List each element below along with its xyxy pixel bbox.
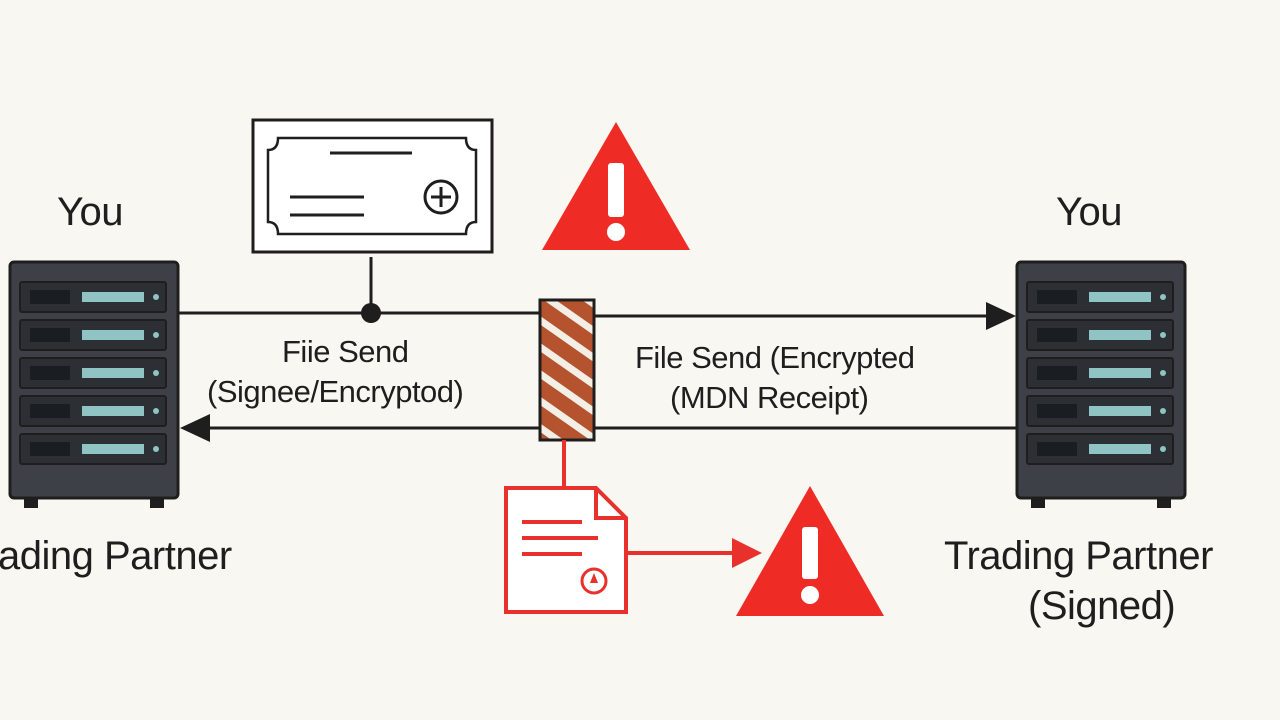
right-server-unit — [1026, 433, 1174, 465]
left-server-unit — [19, 433, 167, 465]
left-flow-sublabel: (Signee/Encryptod) — [207, 374, 464, 409]
left-server-unit — [19, 319, 167, 351]
left-server-icon — [8, 260, 180, 508]
warning-icon — [736, 486, 884, 616]
document-icon — [504, 486, 628, 614]
right-server-unit — [1026, 357, 1174, 389]
warning-icon — [542, 122, 690, 250]
certificate-icon — [251, 118, 494, 254]
right-you-label: You — [1056, 190, 1123, 234]
right-partner-sublabel: (Signed) — [1028, 584, 1176, 628]
left-server-unit — [19, 395, 167, 427]
certificate-junction — [361, 303, 381, 323]
left-you-label: You — [57, 190, 124, 234]
right-server-unit — [1026, 319, 1174, 351]
right-flow-sublabel: (MDN Receipt) — [670, 380, 869, 415]
arrow-to-left-server — [180, 414, 210, 442]
left-server-unit — [19, 357, 167, 389]
left-partner-label: ading Partner — [0, 534, 232, 578]
left-server-unit — [19, 281, 167, 313]
right-flow-label: File Send (Encrypted — [635, 340, 915, 375]
right-server-unit — [1026, 395, 1174, 427]
right-server-icon — [1015, 260, 1187, 508]
right-server-unit — [1026, 281, 1174, 313]
document-to-warning-arrowhead — [732, 538, 762, 568]
firewall-icon — [538, 298, 596, 442]
left-flow-label: Fiie Send — [282, 334, 409, 369]
arrow-to-right-server — [986, 302, 1016, 330]
right-partner-label: Trading Partner — [944, 534, 1213, 578]
